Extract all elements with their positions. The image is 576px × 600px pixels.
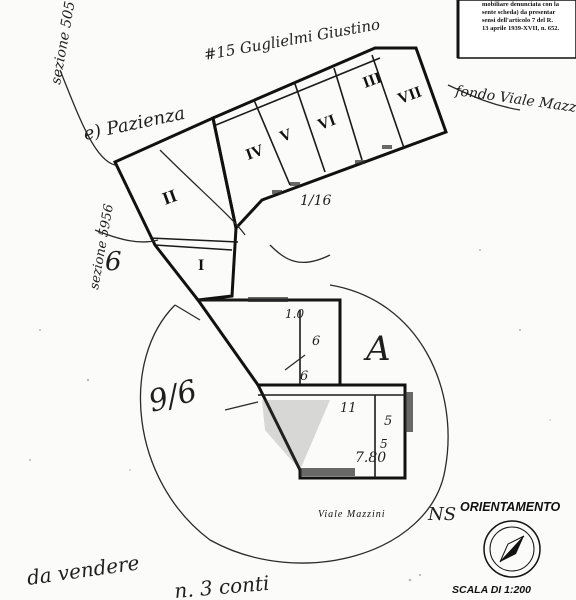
measurement: 5 xyxy=(380,437,388,451)
compass-icon xyxy=(483,520,541,578)
parcel-top: e) Pazienza xyxy=(82,103,187,145)
street-label: Viale Mazzini xyxy=(318,509,386,520)
notice-line: sente scheda) da presentar xyxy=(482,9,555,16)
circle-annotation xyxy=(139,284,449,564)
scale-label: SCALA DI 1:200 xyxy=(452,584,531,596)
parcel-left: 6 xyxy=(105,247,122,277)
room-label: VII xyxy=(396,84,424,108)
measurement: 1.0 xyxy=(285,307,304,321)
bottom-note-2: n. 3 conti xyxy=(173,571,270,600)
notice-line: sensi dell'articolo 7 del R. xyxy=(482,17,553,24)
lower-block xyxy=(195,297,413,480)
room-label: IV xyxy=(244,142,267,164)
room-label: A xyxy=(363,329,391,369)
measurement: 11 xyxy=(340,401,357,416)
parcel-bottom: 9/6 xyxy=(145,373,201,419)
room-label: V xyxy=(278,126,295,146)
room-label: VI xyxy=(316,112,339,134)
measurement: 7.80 xyxy=(355,450,386,466)
measurement: 6 xyxy=(300,369,308,384)
notice-box: mobiliare denunciata con la sente scheda… xyxy=(456,0,576,59)
left-wing xyxy=(112,115,239,302)
room-label: II xyxy=(160,185,180,209)
orientation-label: ORIENTAMENTO xyxy=(460,500,561,514)
bottom-note-1: da vendere xyxy=(25,550,140,590)
room-label: I xyxy=(198,257,204,274)
parcel-mid: 1/16 xyxy=(300,193,332,209)
pen-strokes xyxy=(59,69,521,411)
sheet-ref-top: sezione 5057 xyxy=(48,0,80,86)
notice-line: 13 aprile 1939-XVII, n. 652. xyxy=(482,25,559,32)
measurement: 6 xyxy=(312,334,320,349)
mark-right: NS xyxy=(427,504,456,525)
road-right: fondo Viale Mazzini xyxy=(453,83,576,118)
room-label: III xyxy=(361,69,384,91)
notice-line: mobiliare denunciata con la xyxy=(482,1,560,8)
measurement: 5 xyxy=(384,414,392,429)
scan-noise xyxy=(29,249,551,582)
